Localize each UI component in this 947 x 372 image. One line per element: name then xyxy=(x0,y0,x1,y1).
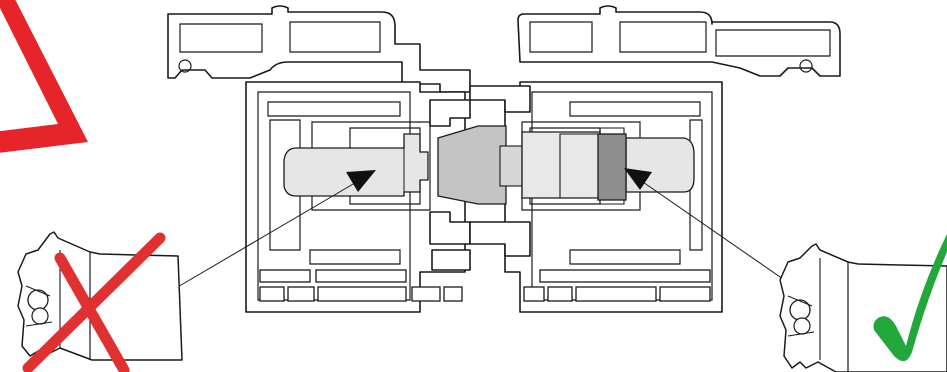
red-x-mark xyxy=(22,232,166,372)
warning-triangle-icon xyxy=(0,0,88,153)
connector-right-correct xyxy=(521,127,695,205)
connector-left-wrong xyxy=(283,133,429,197)
green-check-mark xyxy=(873,234,947,362)
pointer-arrow-right xyxy=(624,168,797,289)
pointer-arrow-left xyxy=(175,170,376,289)
warning-triangle-inner xyxy=(0,8,58,132)
connector-coupling xyxy=(437,125,523,205)
connector-dark-clip xyxy=(597,133,627,201)
connector-correct-detail xyxy=(779,243,947,372)
